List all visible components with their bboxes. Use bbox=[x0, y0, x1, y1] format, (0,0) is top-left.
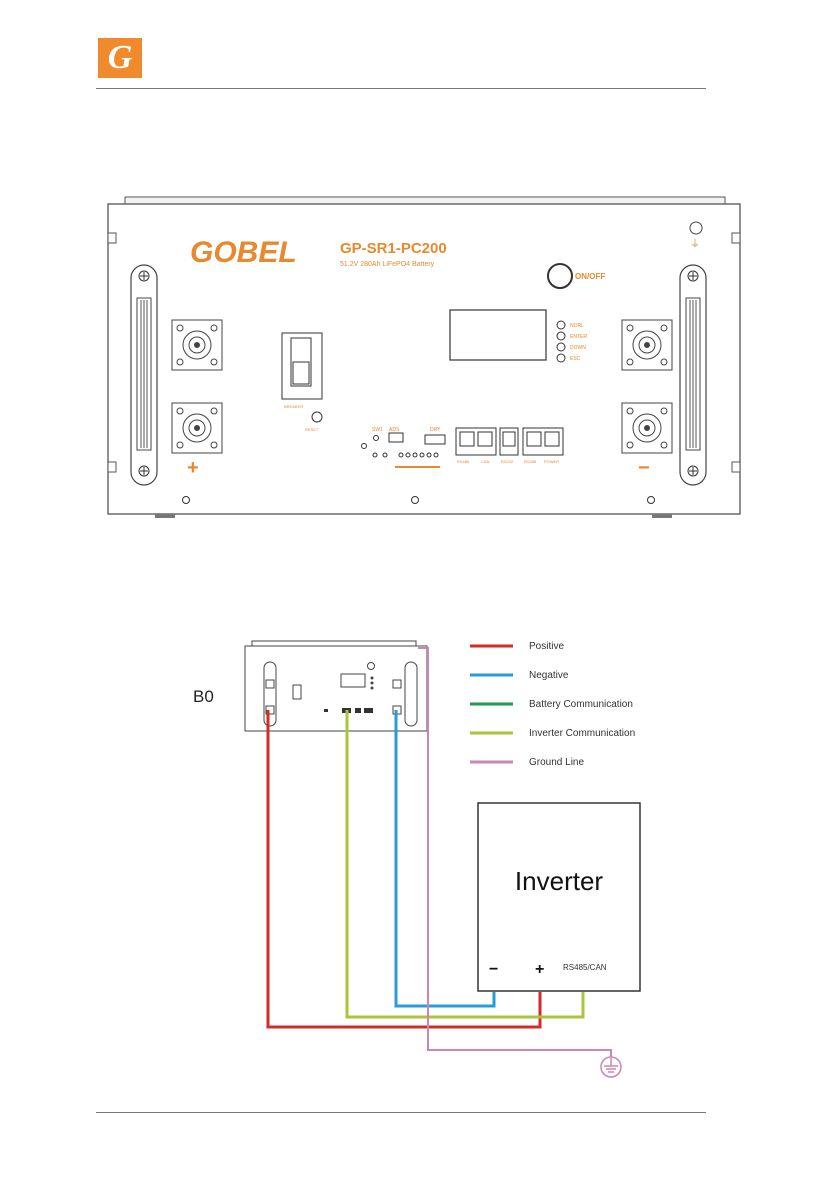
terminal-top-left bbox=[172, 320, 222, 370]
left-handle bbox=[131, 265, 157, 485]
indicator-label: NORL bbox=[570, 323, 584, 329]
legend-label: Positive bbox=[529, 641, 564, 652]
battery-label: B0 bbox=[193, 687, 214, 706]
reset-knob[interactable] bbox=[312, 412, 322, 422]
legend-label: Battery Communication bbox=[529, 699, 633, 710]
legend-label: Ground Line bbox=[529, 757, 584, 768]
inverter-plus-terminal: + bbox=[535, 961, 544, 978]
svg-text:CAN: CAN bbox=[481, 459, 490, 464]
svg-text:RS485: RS485 bbox=[457, 459, 470, 464]
indicator-label: DOWN bbox=[570, 345, 586, 351]
minus-sign: − bbox=[638, 457, 650, 479]
battery-front-panel: GOBEL GP-SR1-PC200 51.2V 280Ah LiFePO4 B… bbox=[0, 0, 840, 540]
breaker-switch: BREAKER bbox=[282, 333, 322, 409]
panel-ground-icon: ⏚ bbox=[690, 238, 700, 250]
brand-wordmark: GOBEL bbox=[190, 236, 297, 269]
ground-icon bbox=[601, 1057, 621, 1077]
terminal-bottom-left bbox=[172, 403, 222, 453]
indicator-label: ESC bbox=[570, 356, 581, 362]
adr-label: ADS bbox=[389, 427, 400, 433]
wire-legend: Positive Negative Battery Communication … bbox=[470, 641, 635, 768]
legend-label: Negative bbox=[529, 670, 569, 681]
legend-label: Inverter Communication bbox=[529, 728, 635, 739]
terminal-top-right bbox=[622, 320, 672, 370]
sw1-label: SW1 bbox=[372, 427, 383, 433]
foot-left bbox=[155, 514, 175, 518]
dry-label: DRY bbox=[430, 427, 441, 433]
foot-right bbox=[652, 514, 672, 518]
power-button-icon[interactable] bbox=[548, 264, 572, 288]
reset-label: RESET bbox=[305, 427, 319, 432]
top-rail bbox=[125, 197, 725, 204]
ground-screw bbox=[690, 222, 702, 234]
svg-text:BREAKER: BREAKER bbox=[284, 404, 303, 409]
svg-text:RS485: RS485 bbox=[524, 459, 537, 464]
plus-sign: + bbox=[187, 457, 199, 479]
inverter-port-label: RS485/CAN bbox=[563, 963, 607, 972]
inverter-minus-terminal: − bbox=[489, 961, 498, 978]
model-text: GP-SR1-PC200 bbox=[340, 240, 447, 257]
svg-text:POWER: POWER bbox=[544, 459, 559, 464]
on-off-label: ON/OFF bbox=[575, 272, 605, 281]
inverter-title: Inverter bbox=[515, 866, 603, 896]
svg-text:RS232: RS232 bbox=[501, 459, 514, 464]
battery-b0-unit bbox=[245, 641, 427, 731]
model-subtitle: 51.2V 280Ah LiFePO4 Battery bbox=[340, 261, 435, 268]
indicator-label: ENTER bbox=[570, 334, 587, 340]
terminal-bottom-right bbox=[622, 403, 672, 453]
inverter-box bbox=[478, 803, 640, 991]
lcd-screen bbox=[450, 310, 546, 360]
wiring-diagram: Inverter − + RS485/CAN B0 Positive Negat… bbox=[0, 600, 840, 1100]
footer-divider bbox=[96, 1112, 706, 1113]
right-handle bbox=[680, 265, 706, 485]
